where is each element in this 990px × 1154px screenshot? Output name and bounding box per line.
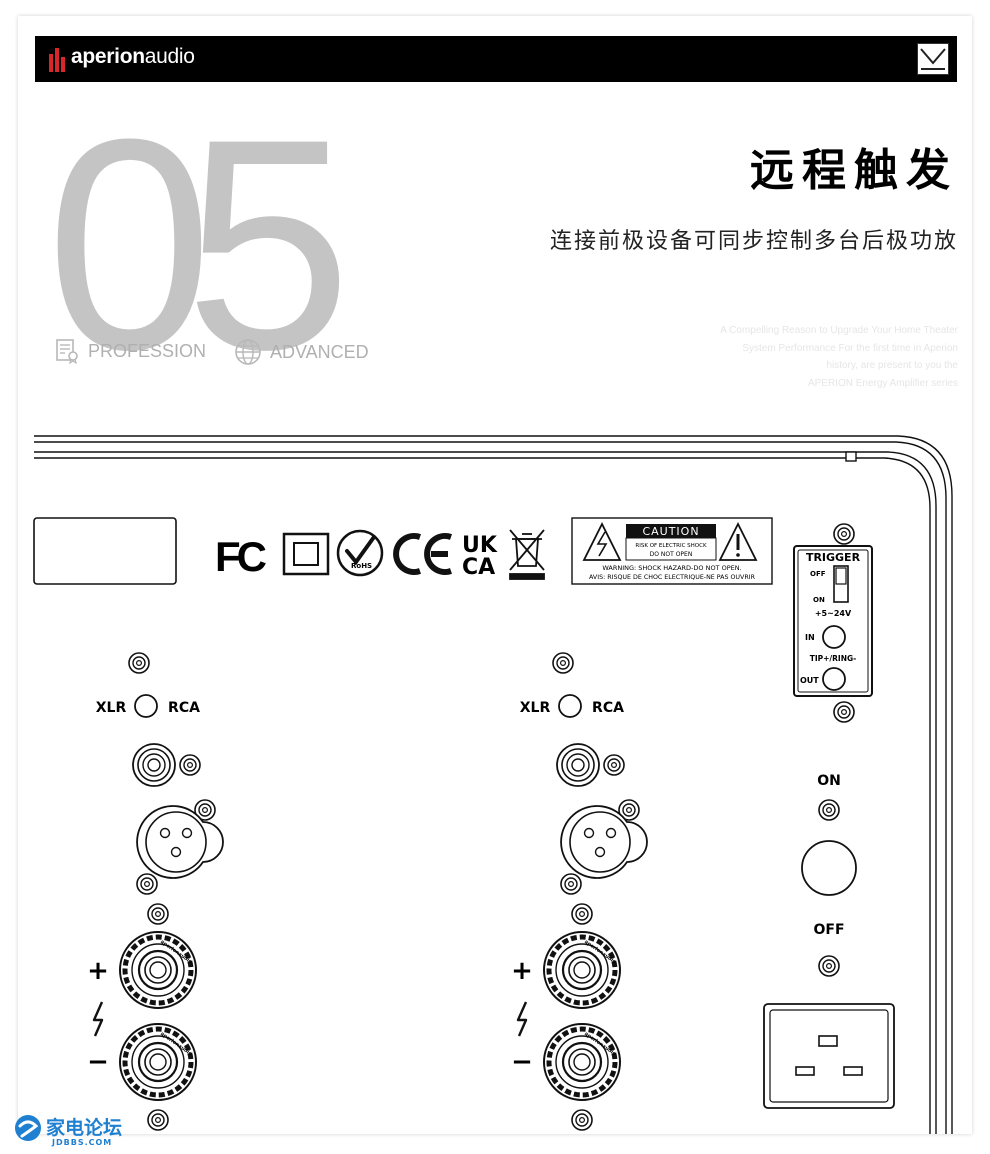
power-on-label: ON [817,773,841,789]
rca-input[interactable] [132,743,176,787]
page-subtitle: 连接前极设备可同步控制多台后极功放 [549,229,958,254]
intro-line: A Compelling Reason to Upgrade Your Home… [720,325,958,336]
certificate-icon [56,339,78,364]
plus-label: + [87,956,109,986]
intro-line: System Performance For the first time in… [742,342,958,354]
chassis-outline [34,435,953,1134]
caution-warning: WARNING: SHOCK HAZARD-DO NOT OPEN. [602,564,741,572]
trigger-module: TRIGGER OFF ON +5~24V IN TIP+/RING- OUT [793,523,873,723]
fcc-mark: FC [215,533,267,580]
xlr-label: XLR [96,700,127,716]
channel-2: XLR RCA + aperionaudio − aperionaudio [511,652,648,1131]
trigger-voltage: +5~24V [815,609,852,618]
rca-input[interactable] [556,743,600,787]
xlr-label: XLR [520,700,551,716]
trigger-tip-ring: TIP+/RING- [810,654,857,663]
minus-label: − [87,1047,109,1077]
svg-text:家电论坛: 家电论坛 [46,1116,122,1139]
rear-panel-diagram: FC RoHS UK CA [33,435,953,1134]
ukca-mark-ca: CA [462,555,495,580]
svg-text:JDBBS.COM: JDBBS.COM [51,1138,112,1147]
trigger-off-label: OFF [810,570,826,578]
chevron-down-icon [920,48,946,70]
globe-icon [235,339,261,365]
page-frame: aperionaudio 05 远程触发 连接前极设备可同步控制多台后极功放 P… [18,16,972,1134]
caution-avis: AVIS: RISQUE DE CHOC ELECTRIQUE-NE PAS O… [589,574,756,581]
intro-line: APERION Energy Amplifier series [807,377,958,389]
caution-line1: RISK OF ELECTRIC SHOCK [635,543,707,549]
power-off-label: OFF [813,922,844,938]
minus-label: − [511,1047,533,1077]
display-window [33,517,177,585]
top-bar: aperionaudio [35,36,957,82]
intro-line: history, are present to you the [826,360,958,371]
xlr-rca-selector[interactable] [558,694,582,718]
section-number: 05 [46,76,352,412]
speaker-terminal-plus[interactable]: aperionaudio [544,932,620,1008]
channel-1: XLR RCA + aperionaudio − aperionaudio [87,652,224,1131]
caution-title: CAUTION [642,525,699,538]
rohs-mark: RoHS [351,562,372,570]
rca-label: RCA [592,700,624,716]
xlr-rca-selector[interactable] [134,694,158,718]
menu-button[interactable] [917,43,949,75]
trigger-in-label: IN [805,633,815,642]
certification-marks: FC RoHS UK CA [215,529,545,580]
weee-bin-icon [509,529,545,580]
plus-label: + [511,956,533,986]
trigger-title: TRIGGER [806,551,861,564]
tag-label: PROFESSION [88,340,207,361]
trigger-out-jack[interactable] [822,667,846,691]
rca-label: RCA [168,700,200,716]
tag-label: ADVANCED [270,341,369,362]
caution-line2: DO NOT OPEN [650,551,693,558]
power-inlet [763,1003,895,1109]
english-intro: A Compelling Reason to Upgrade Your Home… [628,322,958,392]
speaker-terminal-plus[interactable]: aperionaudio [120,932,196,1008]
trigger-out-label: OUT [800,676,819,685]
trigger-on-label: ON [813,596,825,604]
brand-logo-text[interactable]: aperionaudio [71,45,195,68]
power-switch: ON OFF [801,773,857,977]
ukca-mark-uk: UK [462,533,498,558]
tag-profession: PROFESSION [54,338,206,364]
page-title: 远程触发 [750,145,958,196]
speaker-terminal-minus[interactable]: aperionaudio [544,1024,620,1100]
jdbbs-watermark-logo: 家电论坛 JDBBS.COM [15,1115,122,1147]
aperion-logo-icon [49,48,65,72]
tag-advanced: ADVANCED [234,338,369,366]
trigger-in-jack[interactable] [822,625,846,649]
caution-label: CAUTION RISK OF ELECTRIC SHOCK DO NOT OP… [571,517,773,585]
speaker-terminal-minus[interactable]: aperionaudio [120,1024,196,1100]
power-button[interactable] [801,840,857,896]
